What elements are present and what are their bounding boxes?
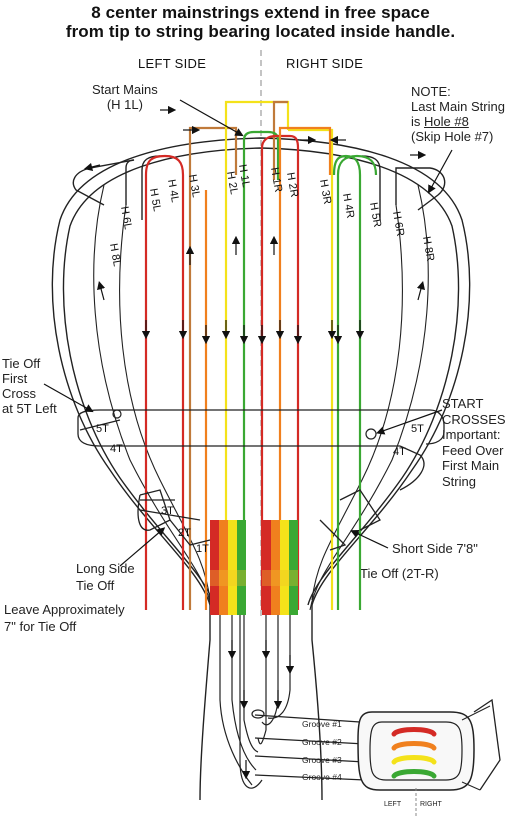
hole-label-h2l: H 2L: [224, 170, 240, 195]
hole-label-h1l: H 1L: [236, 163, 252, 188]
label-pointers: [43, 383, 443, 567]
note-label: NOTE: Last Main String is Hole #8 (Skip …: [411, 84, 505, 144]
hole-labels: H 8L H 6L H 5L H 4L H 3L H 2L H 1L H 1R …: [107, 163, 436, 267]
groove-label-2: Groove #2: [302, 737, 342, 747]
diagram-title-line1: 8 center mainstrings extend in free spac…: [91, 3, 430, 22]
left-side-label: LEFT SIDE: [138, 56, 207, 71]
start-crosses-label: START CROSSES Important: Feed Over First…: [442, 396, 506, 489]
hole-label-h5l: H 5L: [147, 187, 163, 212]
cross-label-l4t: 4T: [110, 443, 123, 455]
short-side-label: Short Side 7'8": [392, 541, 478, 556]
tie-off-first-cross-label: Tie Off First Cross at 5T Left: [2, 356, 57, 416]
cross-label-l1t: 1T: [196, 543, 209, 555]
start-mains-pointer: [179, 99, 244, 137]
groove-label-3: Groove #3: [302, 755, 342, 765]
hole-label-h2r: H 2R: [284, 171, 300, 198]
hole-label-h8r: H 8R: [420, 235, 436, 262]
hole-label-h3r: H 3R: [317, 178, 333, 205]
tie-off-marker-left: [112, 409, 122, 419]
diagram-title-line2: from tip to string bearing located insid…: [65, 22, 456, 41]
tie-off-right-label: Tie Off (2T-R): [360, 566, 439, 581]
hole-label-h6l: H 6L: [118, 205, 134, 230]
cross-labels: 5T 4T 3T 2T 1T 5T 4T: [96, 423, 424, 555]
cross-label-l5t: 5T: [96, 423, 109, 435]
groove-labels: Groove #1 Groove #2 Groove #3 Groove #4: [302, 719, 342, 782]
hole-label-h4l: H 4L: [165, 178, 181, 203]
handle-loop: [251, 709, 265, 719]
handle-left-label: LEFT: [384, 801, 402, 808]
cross-label-l3t: 3T: [161, 505, 174, 517]
handle-end-cap: LEFT RIGHT: [357, 698, 501, 816]
right-side-label: RIGHT SIDE: [286, 56, 364, 71]
note-pointer: [427, 149, 453, 194]
cross-label-r4t: 4T: [393, 446, 406, 458]
hole-label-h6r: H 6R: [390, 210, 406, 237]
hole-label-h1r: H 1R: [268, 166, 284, 193]
cross-label-r5t: 5T: [411, 423, 424, 435]
direction-arrows: [83, 105, 427, 345]
handle-arrows: [227, 640, 295, 780]
hole-label-h8l: H 8L: [107, 242, 123, 267]
cross-start-marker: [365, 428, 377, 440]
hole-label-h5r: H 5R: [367, 201, 383, 228]
outer-main-strings: [93, 184, 429, 611]
handle-strings: [219, 615, 366, 789]
start-mains-label: Start Mains (H 1L): [92, 82, 158, 112]
groove-label-1: Groove #1: [302, 719, 342, 729]
hole-label-h4r: H 4R: [340, 192, 356, 219]
cross-strings: [77, 409, 445, 551]
handle-right-label: RIGHT: [420, 801, 443, 808]
long-side-tie-off-label: Long Side Tie Off: [76, 561, 135, 593]
hole-label-h3l: H 3L: [186, 173, 202, 198]
cross-label-l2t: 2T: [178, 527, 191, 539]
leave-tie-off-label: Leave Approximately 7" for Tie Off: [4, 602, 125, 634]
groove-label-4: Groove #4: [302, 772, 342, 782]
handle-color-blocks: [210, 520, 298, 615]
